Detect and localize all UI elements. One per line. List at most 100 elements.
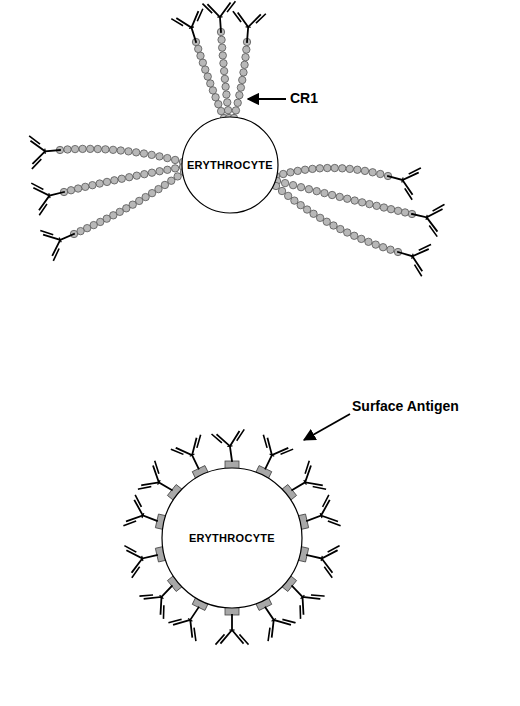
- cr1-bead: [117, 147, 124, 154]
- antibody: [172, 10, 211, 47]
- antibody: [125, 540, 160, 578]
- cr1-bead: [310, 210, 317, 217]
- erythrocyte-cell: ERYTHROCYTE: [161, 467, 303, 609]
- cr1-bead: [82, 183, 89, 190]
- cr1-bead: [351, 197, 358, 204]
- cr1-bead: [148, 169, 155, 176]
- antibody: [301, 496, 339, 536]
- cr1-bead: [202, 66, 209, 73]
- cr1-bead: [336, 193, 343, 200]
- cr1-bead: [297, 183, 304, 190]
- cr1-bead: [156, 153, 163, 160]
- cr1-bead: [103, 178, 110, 185]
- cr1-bead: [156, 168, 163, 175]
- cr1-bead: [118, 175, 125, 182]
- cr1-bead: [240, 69, 247, 76]
- cr1-bead: [358, 199, 365, 206]
- cr1-bead: [133, 172, 140, 179]
- cr1-bead: [161, 181, 168, 188]
- cell-label: ERYTHROCYTE: [161, 467, 303, 609]
- cr1-bead: [164, 154, 171, 161]
- cr1-bead: [222, 83, 229, 90]
- cr1-bead: [212, 94, 219, 101]
- cr1-bead: [220, 67, 227, 74]
- cr1-bead: [220, 60, 227, 67]
- cr1-bead: [241, 61, 248, 68]
- cr1-bead: [316, 214, 323, 221]
- cr1-strand: [272, 182, 401, 255]
- cr1-clusters: [56, 28, 415, 255]
- cr1-bead: [281, 179, 288, 186]
- cr1-bead: [354, 166, 361, 173]
- antibody: [139, 461, 180, 503]
- cr1-bead: [387, 205, 394, 212]
- cr1-bead: [64, 146, 71, 153]
- cr1-bead: [321, 189, 328, 196]
- antibody: [212, 430, 248, 463]
- cr1-bead: [234, 99, 241, 106]
- cr1-bead: [168, 177, 175, 184]
- cr1-bead: [171, 156, 178, 163]
- cr1-bead: [232, 107, 239, 114]
- cr1-bead: [289, 181, 296, 188]
- cr1-bead: [346, 165, 353, 172]
- cr1-bead: [330, 222, 337, 229]
- cr1-bead: [328, 191, 335, 198]
- antibody: [172, 436, 213, 476]
- cr1-bead: [197, 52, 204, 59]
- cr1-bead: [380, 204, 387, 211]
- cr1-bead: [278, 187, 285, 194]
- cr1-strand: [217, 28, 232, 121]
- cr1-bead: [217, 107, 224, 114]
- cr1-bead: [301, 166, 308, 173]
- cr1-strand: [192, 38, 227, 121]
- cr1-bead: [239, 76, 246, 83]
- cr1-bead: [89, 181, 96, 188]
- erythrocyte-cell: ERYTHROCYTE: [181, 116, 279, 214]
- antibody: [124, 496, 162, 536]
- cr1-bead: [361, 167, 368, 174]
- cr1-bead: [387, 246, 394, 253]
- antibody: [203, 2, 237, 33]
- cr1-bead: [148, 151, 155, 158]
- cr1-bead: [377, 170, 384, 177]
- cr1-bead: [164, 166, 171, 173]
- antibody: [41, 219, 80, 260]
- cr1-bead: [242, 54, 249, 61]
- cr1-strand: [56, 145, 186, 166]
- leader-arrow: [248, 98, 286, 100]
- cr1-bead: [373, 202, 380, 209]
- cr1-bead: [79, 145, 86, 152]
- cr1-bead: [297, 201, 304, 208]
- cr1-bead: [243, 46, 250, 53]
- cr1-bead: [305, 185, 312, 192]
- antibody: [284, 461, 325, 503]
- cr1-bead: [344, 229, 351, 236]
- cr1-bead: [344, 195, 351, 202]
- cr1-bead: [316, 165, 323, 172]
- antibody: [251, 436, 292, 476]
- cr1-bead: [74, 185, 81, 192]
- cr1-bead: [209, 87, 216, 94]
- cr1-bead: [366, 200, 373, 207]
- cr1-bead: [224, 99, 231, 106]
- cr1-strand: [272, 164, 391, 179]
- antibody: [252, 598, 295, 640]
- cr1-strand: [60, 163, 186, 195]
- cr1-bead: [221, 75, 228, 82]
- cr1-bead: [351, 232, 358, 239]
- antibody: [384, 161, 420, 200]
- cr1-bead: [394, 207, 401, 214]
- cr1-bead: [109, 146, 116, 153]
- surface-antigens: [155, 461, 308, 615]
- cr1-bead: [218, 44, 225, 51]
- cr1-bead: [365, 238, 372, 245]
- cr1-bead: [140, 150, 147, 157]
- cr1-bead: [303, 206, 310, 213]
- cr1-bead: [324, 164, 331, 171]
- cr1-bead: [218, 36, 225, 43]
- antibodies: [30, 2, 444, 644]
- cr1-bead: [96, 180, 103, 187]
- antibody: [216, 615, 248, 644]
- cr1-bead: [291, 197, 298, 204]
